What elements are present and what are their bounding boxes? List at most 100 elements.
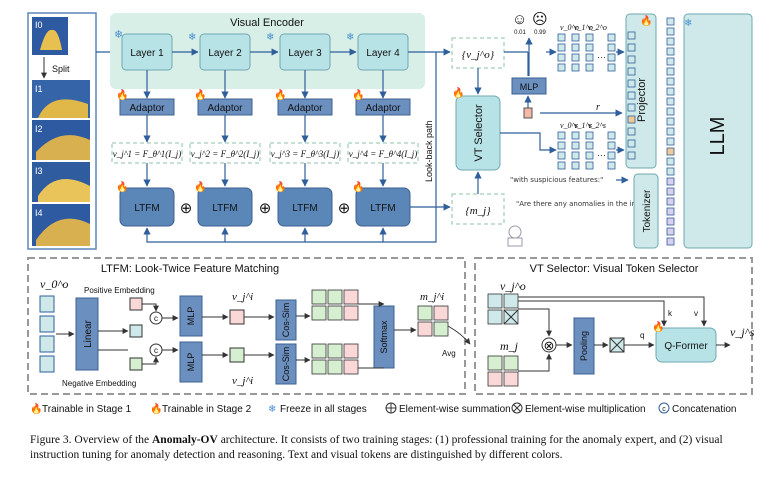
snowflake-icon: ❄ [188,32,196,43]
flame-orange-icon: 🔥 [274,180,286,193]
flame-orange-icon: 🔥 [452,86,464,99]
vjs-label: v_j^s [730,325,755,339]
plus-icon: ⊕ [259,200,272,217]
visual-encoder: Visual Encoder ❄ Layer 1 ❄ Layer 2 ❄ Lay… [110,13,425,89]
layer-1-label: Layer 1 [130,48,164,59]
vji-bottom: v_j^i [232,375,253,387]
softmax-label: Softmax [379,320,389,354]
legend-sum: Element-wise summation [399,404,511,415]
multiply-symbol: ⊗ [544,338,555,353]
linear-label: Linear [83,319,94,347]
caption-bold: Anomaly-OV [152,434,218,446]
score-anomaly: 0.99 [534,30,546,36]
image-I0: I0 [32,17,68,55]
cos-sim-top-label: Cos-Sim [281,303,291,338]
flame-orange-icon: 🔥 [352,180,364,193]
happy-face-icon: ☺ [512,11,527,28]
ltfm-row: LTFM 🔥 ⊕ LTFM 🔥 ⊕ LTFM 🔥 ⊕ LTFM 🔥 [116,163,451,227]
flame-orange-icon: 🔥 [274,88,286,101]
ellipsis-icon: ··· [597,150,606,160]
caption-prefix: Figure 3. Overview of the [30,434,152,446]
layer-2-label: Layer 2 [208,48,242,59]
legend-concat: Concatenation [672,404,737,415]
snowflake-icon: ❄ [346,32,354,43]
positive-embedding-label: Positive Embedding [84,286,155,295]
feature-3: v_j^3 = F_θ^3(I_j) [271,149,340,159]
legend-c-glyph: c [662,406,666,413]
flame-yellow-icon: 🔥 [150,402,162,415]
adaptor-1: Adaptor 🔥 [116,70,175,116]
v-label: v [694,309,698,318]
sad-face-icon: ☹ [532,11,548,28]
mlp-top-label: MLP [186,307,196,326]
adaptor-3-label: Adaptor [287,103,323,114]
projector-label: Projector [636,78,648,122]
legend-mult: Element-wise multiplication [525,404,646,415]
layer-3-label: Layer 3 [288,48,322,59]
image-I1: I1 [32,80,90,118]
pooling-block: Pooling [573,317,595,375]
plus-icon: ⊕ [180,200,193,217]
token-v2o: v_2^o [588,23,607,32]
ltfm-panel: LTFM: Look-Twice Feature Matching v_0^o … [27,257,471,395]
figure-caption: Figure 3. Overview of the Anomaly-OV arc… [30,433,750,463]
legend-stage2: Trainable in Stage 2 [162,404,252,415]
projector-block: Projector 🔥 [625,13,657,169]
adaptor-4-label: Adaptor [365,103,401,114]
legend-stage1: Trainable in Stage 1 [42,404,132,415]
ltfm-block-1: LTFM 🔥 [116,180,175,227]
ellipsis-icon: ··· [597,52,606,62]
flame-orange-icon: 🔥 [194,180,206,193]
k-label: k [668,309,673,318]
ltfm-panel-title: LTFM: Look-Twice Feature Matching [101,263,279,275]
concat-top: c [154,314,158,323]
softmax-block: Softmax [373,305,395,369]
vjo-set: {v_j^o} [451,37,505,69]
cos-sim-top: Cos-Sim [275,299,297,341]
flame-orange-icon: 🔥 [652,320,664,333]
layer-4-label: Layer 4 [366,48,400,59]
selected-token-grid: v_0^s v_1^s v_2^s ··· [500,121,625,170]
feature-row: v_j^1 = F_θ^1(I_j) v_j^2 = F_θ^2(I_j) v_… [111,115,419,164]
llm-token-column [666,17,675,246]
r-path: r [540,102,623,117]
concat-bottom: c [154,346,158,355]
llm-label: LLM [707,117,729,156]
ltfm-block-3: LTFM 🔥 [274,180,333,227]
image-label-I1: I1 [35,84,43,94]
mj-set: {m_j} [451,193,505,225]
tokenizer-label: Tokenizer [642,189,653,232]
vji-top: v_j^i [232,291,253,303]
snowflake-icon: ❄ [266,32,274,43]
encoder-layer-2: Layer 2 [199,33,251,71]
legend: 🔥 Trainable in Stage 1 🔥 Trainable in St… [30,402,737,415]
tokenizer-block: Tokenizer [633,173,659,249]
ltfm-block-2: LTFM 🔥 [194,180,253,227]
pooling-label: Pooling [579,331,589,361]
positive-embedding [129,297,143,311]
q-label: q [640,331,644,340]
negative-embedding-label: Negative Embedding [62,379,136,388]
look-back-path: Look-back path [143,52,437,243]
vt-selector-label: VT Selector [473,104,485,162]
ltfm-3-label: LTFM [292,203,317,214]
negative-embedding [129,357,143,371]
mlp-block: MLP [504,51,547,119]
flame-yellow-icon: 🔥 [640,14,652,27]
feature-2: v_j^2 = F_θ^2(I_j) [191,149,260,159]
vt-panel-title: VT Selector: Visual Token Selector [530,263,699,275]
snowflake-icon: ❄ [684,18,692,29]
circle-c-icon [658,402,670,414]
feature-4: v_j^4 = F_θ^4(I_j) [349,149,418,159]
score-normal: 0.01 [514,30,526,36]
input-image-strip: I0 Split I1 I2 I3 I4 [27,12,97,250]
vt-mj: m_j [500,339,519,353]
vt-vjo: v_j^o [500,279,526,293]
image-I4: I4 [32,204,90,246]
ltfm-4-label: LTFM [370,203,395,214]
ltfm-v0o: v_0^o [40,277,68,291]
cos-sim-bottom-label: Cos-Sim [281,347,291,382]
anomaly-scores: ☺ ☹ 0.01 0.99 [512,11,548,76]
look-back-label: Look-back path [424,120,434,182]
